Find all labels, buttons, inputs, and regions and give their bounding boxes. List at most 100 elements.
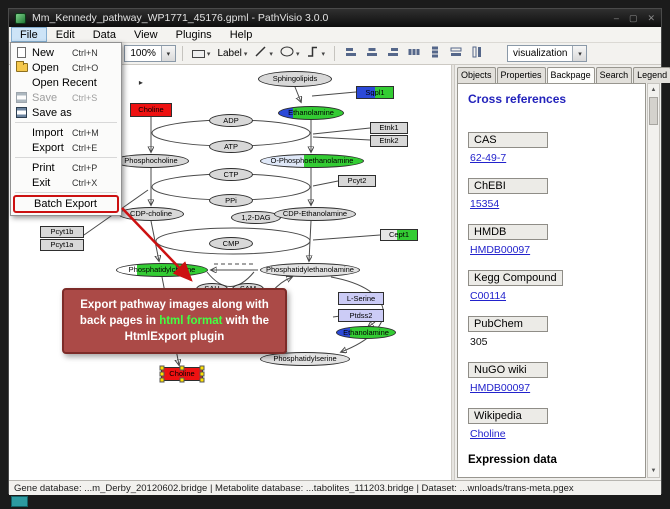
reference-link[interactable]: HMDB00097	[470, 382, 531, 394]
pathway-node-pcyt1a[interactable]: Pcyt1a	[40, 239, 84, 251]
pathway-node-adp[interactable]: ADP	[209, 114, 253, 127]
datanode-tool-button[interactable]	[189, 45, 214, 63]
pathway-node-choline[interactable]: Choline	[130, 103, 172, 117]
reference-link[interactable]: 15354	[470, 198, 500, 210]
align-left-button[interactable]	[341, 45, 361, 63]
match-width-button[interactable]	[446, 45, 466, 63]
scrollbar-thumb[interactable]	[649, 97, 658, 125]
tab-search[interactable]: Search	[595, 67, 633, 83]
reference-link[interactable]: 62-49-7	[470, 152, 507, 164]
line-tool-button[interactable]	[251, 45, 276, 63]
node-label: Phosphatidylserine	[273, 355, 337, 363]
pathway-node-cmp[interactable]: CMP	[209, 237, 253, 250]
scroll-up-icon[interactable]	[651, 84, 657, 96]
pathway-node-cept1[interactable]: Cept1	[380, 229, 418, 241]
pathway-node-phosphatidylethanolamine[interactable]: Phosphatidylethanolamine	[260, 263, 360, 277]
node-label: ATP	[223, 142, 239, 151]
shape-tool-button[interactable]	[277, 45, 303, 63]
sidebar-scrollbar[interactable]	[647, 83, 660, 478]
reference-source: PubChem	[468, 316, 548, 332]
pathway-node-pcyt2[interactable]: Pcyt2	[338, 175, 376, 187]
dropdown-arrow-icon	[296, 50, 300, 58]
panel-splitter[interactable]	[451, 65, 455, 480]
selection-handle[interactable]	[199, 371, 205, 377]
tab-backpage[interactable]: Backpage	[546, 67, 595, 83]
pathway-node-pcyt1b[interactable]: Pcyt1b	[40, 226, 84, 238]
pathway-node-choline[interactable]: Choline	[159, 365, 205, 383]
selection-handle[interactable]	[159, 371, 165, 377]
pathway-node-etnk1[interactable]: Etnk1	[370, 122, 408, 134]
label-tool-button[interactable]: Label	[214, 45, 250, 63]
selection-handle[interactable]	[179, 365, 185, 371]
pathway-node-cdp-ethanolamine[interactable]: CDP-Ethanolamine	[274, 207, 356, 221]
selection-handle[interactable]	[199, 377, 205, 383]
menubar-item-plugins[interactable]: Plugins	[175, 28, 212, 41]
pathway-node-phosphocholine[interactable]: Phosphocholine	[113, 154, 189, 168]
pathway-node-phosphatidylcholine[interactable]: Phosphatidylcholine	[116, 263, 208, 277]
minimize-button[interactable]	[614, 13, 619, 24]
match-height-button[interactable]	[467, 45, 487, 63]
menubar-item-view[interactable]: View	[133, 28, 158, 41]
selection-handle[interactable]	[199, 365, 205, 371]
pathway-node-o-phosphoethanolamine[interactable]: O-Phosphoethanolamine	[260, 154, 364, 168]
selection-handle[interactable]	[179, 377, 185, 383]
menu-item-shortcut: Ctrl+O	[72, 62, 99, 73]
reference-link[interactable]: Choline	[470, 428, 506, 440]
pathway-node-ethanolamine[interactable]: Ethanolamine	[278, 106, 344, 120]
connector-tool-button[interactable]	[303, 45, 328, 63]
scroll-down-icon[interactable]	[651, 465, 657, 477]
pathway-node-1-2-dag[interactable]: 1,2-DAG	[231, 211, 281, 224]
distribute-horizontal-button[interactable]	[404, 45, 424, 63]
dropdown-arrow-icon[interactable]	[160, 46, 175, 61]
selection-handle[interactable]	[159, 377, 165, 383]
annotation-highlight: html format	[159, 315, 223, 328]
menu-item-open-recent[interactable]: Open Recent	[13, 75, 119, 90]
pathway-node-cdp-choline[interactable]: CDP-choline	[118, 207, 184, 221]
selection-handle[interactable]	[159, 365, 165, 371]
pathway-node-etnk2[interactable]: Etnk2	[370, 135, 408, 147]
annotation-segment: Export pathway images along with back pa…	[79, 299, 269, 328]
node-label: Ethanolamine	[288, 109, 334, 117]
align-right-button[interactable]	[383, 45, 403, 63]
close-button[interactable]	[647, 13, 655, 24]
tool-toolbar-group: Label	[189, 45, 328, 63]
reference-link[interactable]: HMDB00097	[470, 244, 531, 256]
pathway-node-ptdss2[interactable]: Ptdss2	[338, 309, 384, 322]
menubar-item-file[interactable]: File	[11, 27, 47, 42]
distribute-vertical-button[interactable]	[425, 45, 445, 63]
pathway-node-ethanolamine[interactable]: Ethanolamine	[336, 326, 396, 339]
pathway-node-l-serine[interactable]: L-Serine	[338, 292, 384, 305]
pathway-node-atp[interactable]: ATP	[209, 140, 253, 153]
align-center-button[interactable]	[362, 45, 382, 63]
zoom-combobox[interactable]: 100%	[124, 45, 176, 62]
node-label: Phosphatidylcholine	[128, 266, 196, 274]
blank-icon	[17, 198, 30, 210]
menu-item-save-as[interactable]: Save as	[13, 105, 119, 120]
menubar-item-edit[interactable]: Edit	[55, 28, 75, 41]
tab-properties[interactable]: Properties	[496, 67, 546, 83]
visualization-combobox[interactable]: visualization	[506, 45, 588, 62]
maximize-button[interactable]	[629, 13, 638, 24]
pathway-node-phosphatidylserine[interactable]: Phosphatidylserine	[260, 352, 350, 366]
tab-objects[interactable]: Objects	[457, 67, 496, 83]
menu-item-shortcut: Ctrl+N	[72, 47, 98, 58]
dropdown-arrow-icon[interactable]	[572, 46, 587, 61]
pathway-node-ctp[interactable]: CTP	[209, 168, 253, 181]
tab-legend[interactable]: Legend	[633, 67, 670, 83]
menubar-item-data[interactable]: Data	[92, 28, 116, 41]
pathway-node-ppi[interactable]: PPi	[209, 194, 253, 207]
pathway-node-sgpl1[interactable]: Sgpl1	[356, 86, 394, 99]
menubar-item-help[interactable]: Help	[229, 28, 253, 41]
reference-link[interactable]: C00114	[470, 290, 507, 302]
titlebar[interactable]: Mm_Kennedy_pathway_WP1771_45176.gpml - P…	[9, 9, 661, 27]
pathway-node-sphingolipids[interactable]: Sphingolipids	[258, 71, 332, 87]
menu-item-batch-export[interactable]: Batch Export	[13, 195, 119, 213]
